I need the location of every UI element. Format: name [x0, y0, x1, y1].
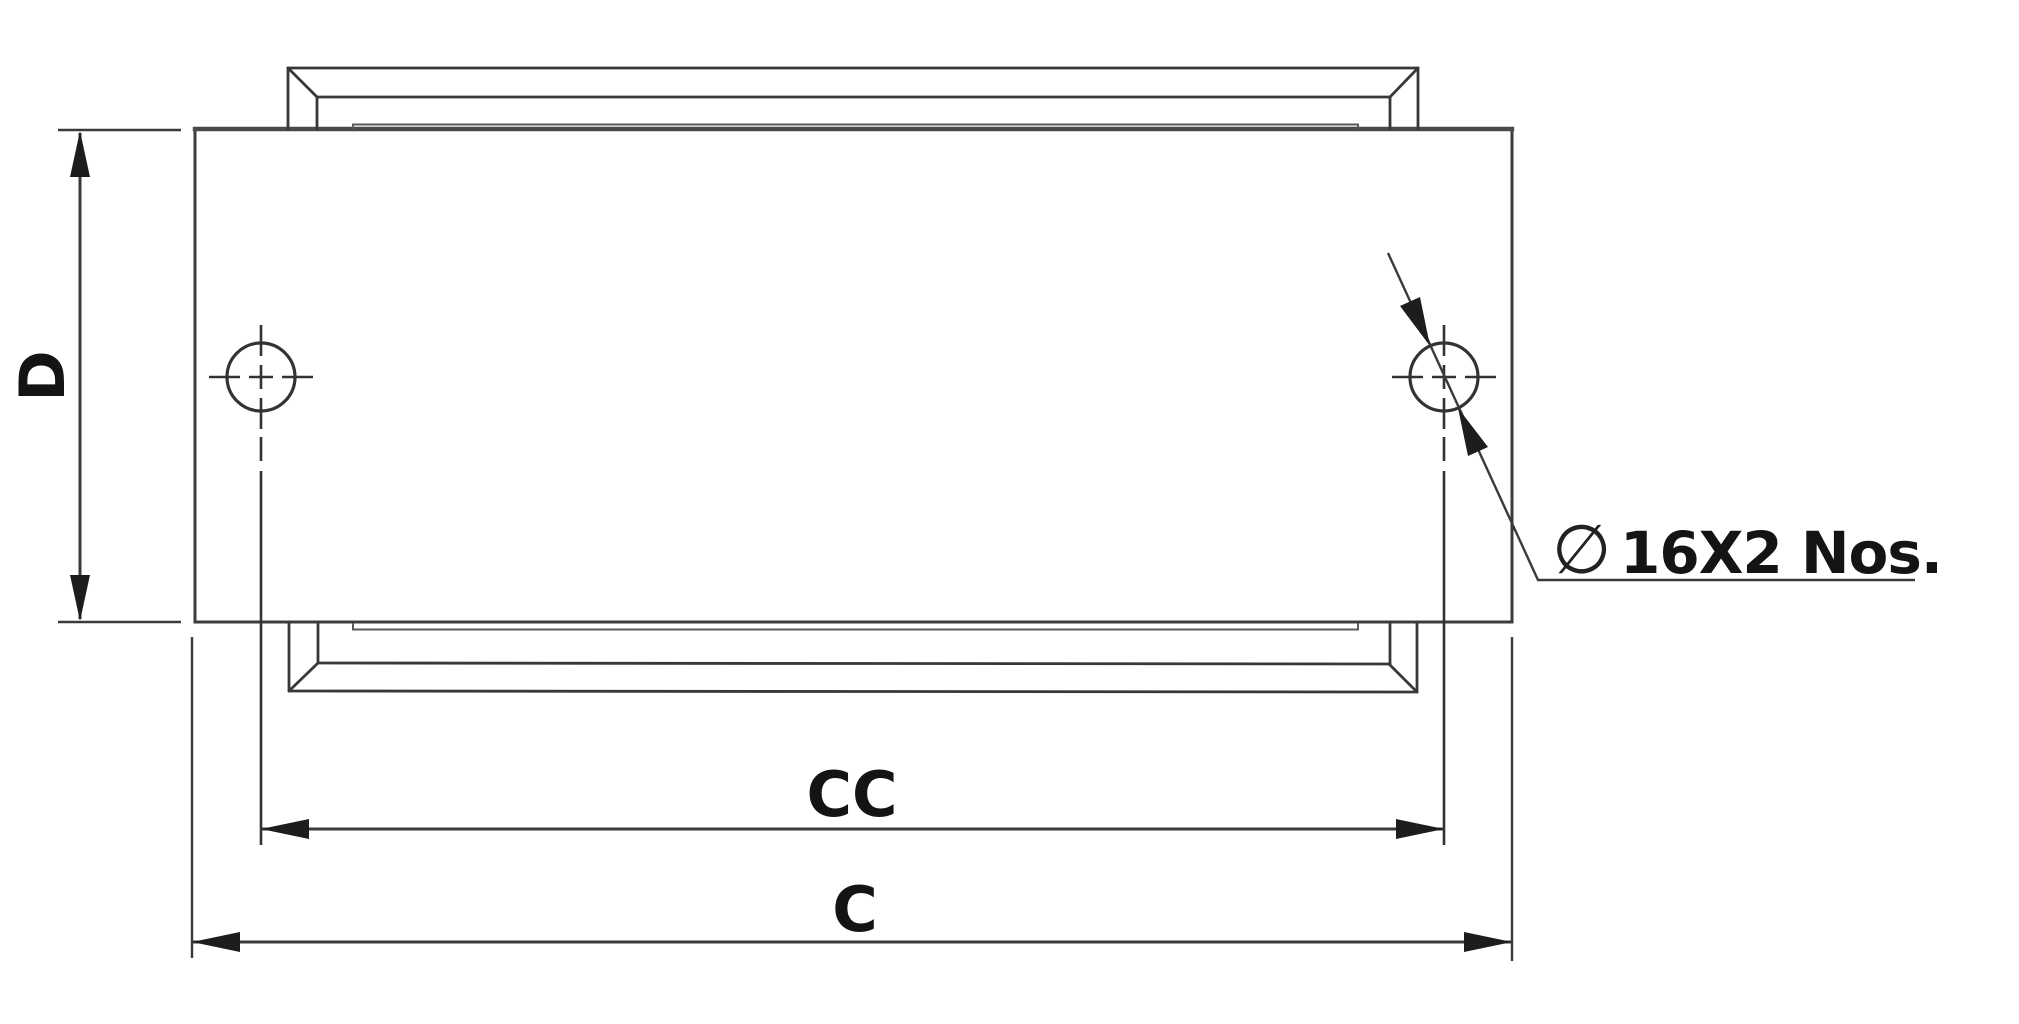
hole-callout-leader-line — [1386, 252, 1915, 582]
dimension-c: C — [190, 637, 1514, 961]
bottom-flange-left-chamfer — [287, 661, 320, 693]
plate-outline — [193, 127, 1514, 624]
bottom-flange-back-edge — [352, 623, 1359, 631]
dimension-d-arrow-down-icon — [70, 575, 90, 621]
dimension-c-arrow-left-icon — [192, 932, 240, 952]
hole-callout: ∅ 16X2 Nos. — [1386, 252, 1943, 590]
dimension-cc-arrow-left-icon — [261, 819, 309, 839]
hole-right — [1392, 325, 1496, 845]
top-flange-left-chamfer — [286, 66, 319, 99]
dimension-c-arrow-right-icon — [1464, 932, 1512, 952]
dimension-d: D — [6, 128, 181, 624]
plate — [192, 126, 1515, 624]
hole-callout-label: 16X2 Nos. — [1620, 519, 1942, 587]
dimension-d-arrow-up-icon — [70, 131, 90, 177]
hole-callout-arrow-upper-icon — [1400, 297, 1430, 346]
dimension-cc: CC — [261, 758, 1444, 839]
dimension-cc-label: CC — [806, 758, 897, 831]
top-flange — [286, 66, 1420, 131]
bottom-flange-outer-edge — [287, 689, 1419, 694]
hole-left — [209, 325, 313, 845]
top-flange-back-edge — [352, 123, 1359, 129]
dimension-d-label: D — [6, 350, 79, 401]
bottom-flange-right-chamfer — [1388, 663, 1419, 694]
dimension-c-label: C — [832, 873, 878, 946]
top-flange-right-chamfer — [1388, 66, 1420, 99]
diameter-symbol-icon: ∅ — [1552, 511, 1611, 590]
dimension-cc-arrow-right-icon — [1396, 819, 1444, 839]
bottom-flange — [287, 621, 1419, 694]
hole-callout-arrow-lower-icon — [1458, 408, 1488, 456]
bottom-flange-inner-edge — [316, 661, 1392, 666]
